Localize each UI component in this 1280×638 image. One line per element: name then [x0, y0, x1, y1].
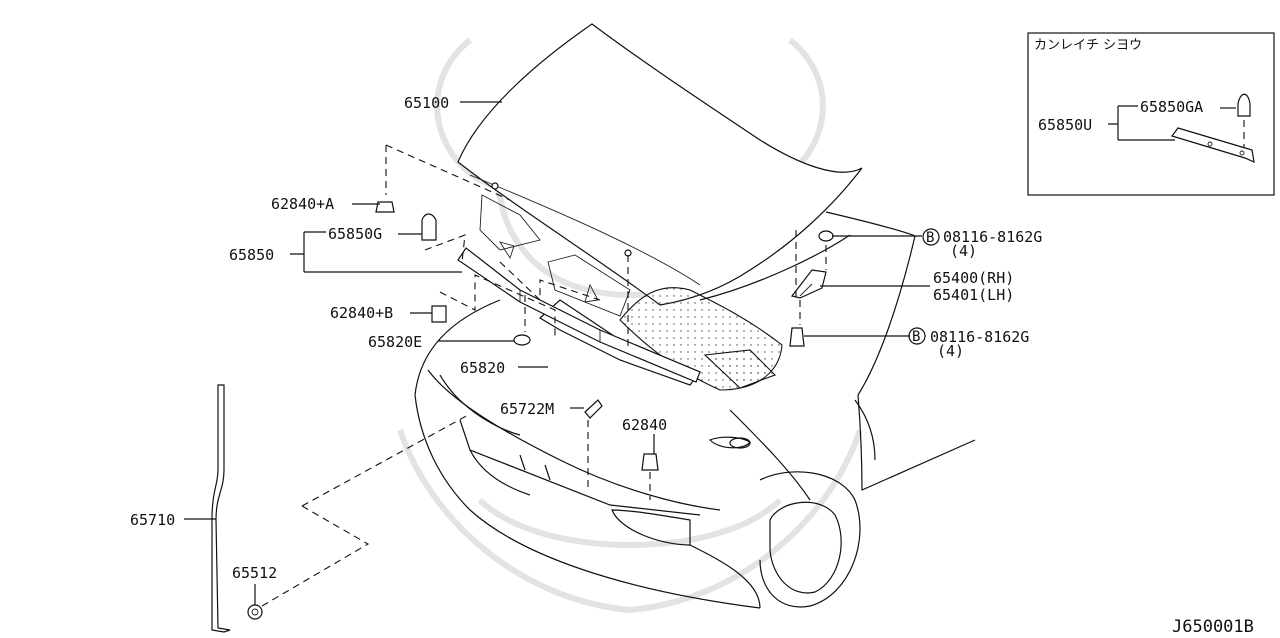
label-insulator[interactable]: 65820 — [460, 359, 505, 377]
label-bolt-top[interactable]: 08116-8162G — [943, 228, 1042, 246]
label-rod[interactable]: 65710 — [130, 511, 175, 529]
label-stay-clip-e[interactable]: 65820E — [368, 333, 422, 351]
stay-clip-icon — [513, 334, 531, 346]
label-grommet[interactable]: 65512 — [232, 564, 277, 582]
hood-hinge — [790, 269, 827, 299]
clip-g-icon — [421, 213, 437, 241]
clamp-icon — [584, 399, 603, 419]
label-hinge-lh[interactable]: 65401(LH) — [933, 286, 1014, 304]
grommet-icon — [247, 604, 263, 620]
hood-insulator — [538, 287, 783, 391]
inset-clip-icon — [1237, 93, 1251, 117]
car-body — [414, 211, 976, 609]
diagram-code: J650001B — [1172, 617, 1254, 637]
label-bolt-top-qty: (4) — [950, 242, 977, 260]
seal-strip — [457, 247, 701, 383]
hood-hole-left — [491, 182, 499, 190]
label-bolt-bottom-qty: (4) — [937, 342, 964, 360]
label-clamp[interactable]: 65722M — [500, 400, 554, 418]
label-clip-a[interactable]: 62840+A — [271, 195, 334, 213]
label-hood[interactable]: 65100 — [404, 94, 449, 112]
clip-b-icon — [431, 305, 447, 323]
bolt-marker-bottom: B — [908, 327, 926, 345]
label-hinge-rh[interactable]: 65400(RH) — [933, 269, 1014, 287]
label-bolt-bottom[interactable]: 08116-8162G — [930, 328, 1029, 346]
label-seal-clip[interactable]: 65850G — [328, 225, 382, 243]
bumper-rubber-icon — [641, 453, 659, 471]
inset-label-65850ga[interactable]: 65850GA — [1140, 98, 1203, 116]
inset-cold-climate: カンレイチ シヨウ 65850U 65850GA — [1027, 32, 1275, 196]
bolt-bottom-icon — [789, 327, 805, 347]
inset-label-65850u[interactable]: 65850U — [1038, 116, 1092, 134]
leader-lines — [184, 101, 930, 605]
bolt-marker-top: B — [922, 228, 940, 246]
inset-seal-strip — [1171, 127, 1255, 164]
bolt-marker-bottom-letter: B — [912, 329, 920, 345]
hood-panel — [457, 23, 863, 317]
label-clip-b[interactable]: 62840+B — [330, 304, 393, 322]
bolt-marker-top-letter: B — [926, 230, 934, 246]
assembly-dashes — [261, 144, 827, 607]
label-bumper-rubber[interactable]: 62840 — [622, 416, 667, 434]
clip-a-icon — [375, 201, 395, 213]
label-seal-assy[interactable]: 65850 — [229, 246, 274, 264]
callout-labels: 65100 62840+A 65850G 65850 62840+B 65820… — [130, 94, 1042, 582]
inset-title: カンレイチ シヨウ — [1034, 38, 1142, 53]
bolt-top-icon — [818, 230, 834, 242]
hood-rod — [211, 384, 231, 633]
